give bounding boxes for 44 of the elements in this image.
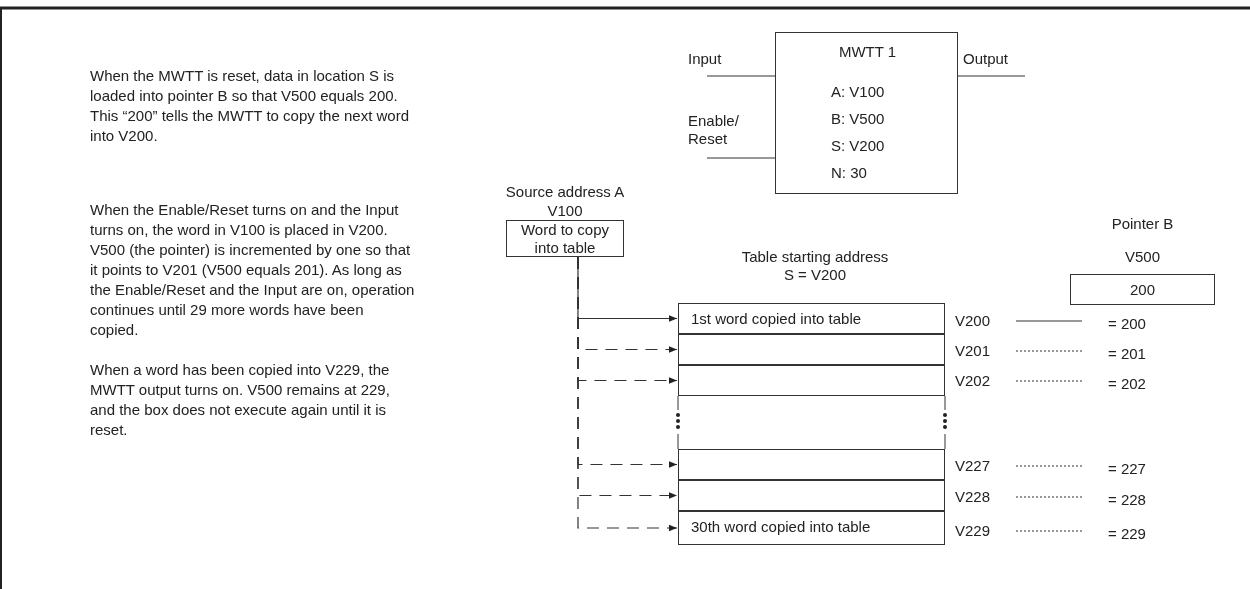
- table-row: [678, 480, 945, 511]
- paragraph: When a word has been copied into V229, the MWTT output turns on. V500 remains at 229, and the box does not execute again until it is reset.: [90, 360, 391, 440]
- parameter-text: A: V100: [831, 83, 885, 101]
- pointer-value: = 227: [1108, 460, 1146, 478]
- signal-label: Enable/ Reset: [688, 112, 748, 152]
- instruction-box: [775, 32, 958, 194]
- block-title: MWTT 1: [837, 43, 898, 61]
- parameter-text: S: V200: [831, 137, 885, 155]
- pointer-box: [1070, 274, 1215, 305]
- parameter-text: B: V500: [831, 110, 885, 128]
- address-label: V227: [955, 457, 991, 475]
- signal-line: [957, 75, 1026, 77]
- pointer-value: = 201: [1108, 345, 1146, 363]
- table-row: [678, 511, 945, 545]
- address-label: V200: [955, 312, 991, 330]
- signal-label: Input: [688, 50, 738, 70]
- table-row: [678, 449, 945, 480]
- row-text: 30th word copied into table: [691, 518, 871, 536]
- address-label: V229: [955, 522, 991, 540]
- pointer-value: = 202: [1108, 375, 1146, 393]
- caption-text: Source address A: [504, 183, 626, 201]
- paragraph: When the Enable/Reset turns on and the Input turns on, the word in V100 is placed in V200. V500 (the pointer) is incremented by one so that it points to V201 (V500 equals 201). As long as the Enable/Reset and the Input are on, operation continues until 29 more words have been copied.: [90, 200, 415, 340]
- address-label: V202: [955, 372, 991, 390]
- box-text: 200: [1129, 281, 1156, 299]
- caption-text: V100: [546, 202, 584, 220]
- address-label: V228: [955, 488, 991, 506]
- table-row: [678, 334, 945, 365]
- table-row: [678, 365, 945, 396]
- caption-text: Pointer B: [1110, 215, 1175, 233]
- pointer-value: = 229: [1108, 525, 1146, 543]
- signal-line: [706, 75, 776, 77]
- pointer-value: = 228: [1108, 491, 1146, 509]
- address-label: V201: [955, 342, 991, 360]
- signal-label: Output: [963, 50, 1023, 70]
- table-heading: Table starting address S = V200: [740, 248, 890, 284]
- caption-text: V500: [1123, 248, 1161, 266]
- table-row: [678, 303, 945, 334]
- source-word-box: [506, 220, 624, 257]
- box-text: Word to copy into table: [519, 221, 611, 257]
- signal-line: [706, 157, 776, 159]
- pointer-value: = 200: [1108, 315, 1146, 333]
- paragraph: When the MWTT is reset, data in location S is loaded into pointer B so that V500 equals 200. This “200” tells the MWTT to copy the next word into V200.: [90, 66, 410, 146]
- parameter-text: N: 30: [831, 164, 867, 182]
- row-text: 1st word copied into table: [691, 310, 862, 328]
